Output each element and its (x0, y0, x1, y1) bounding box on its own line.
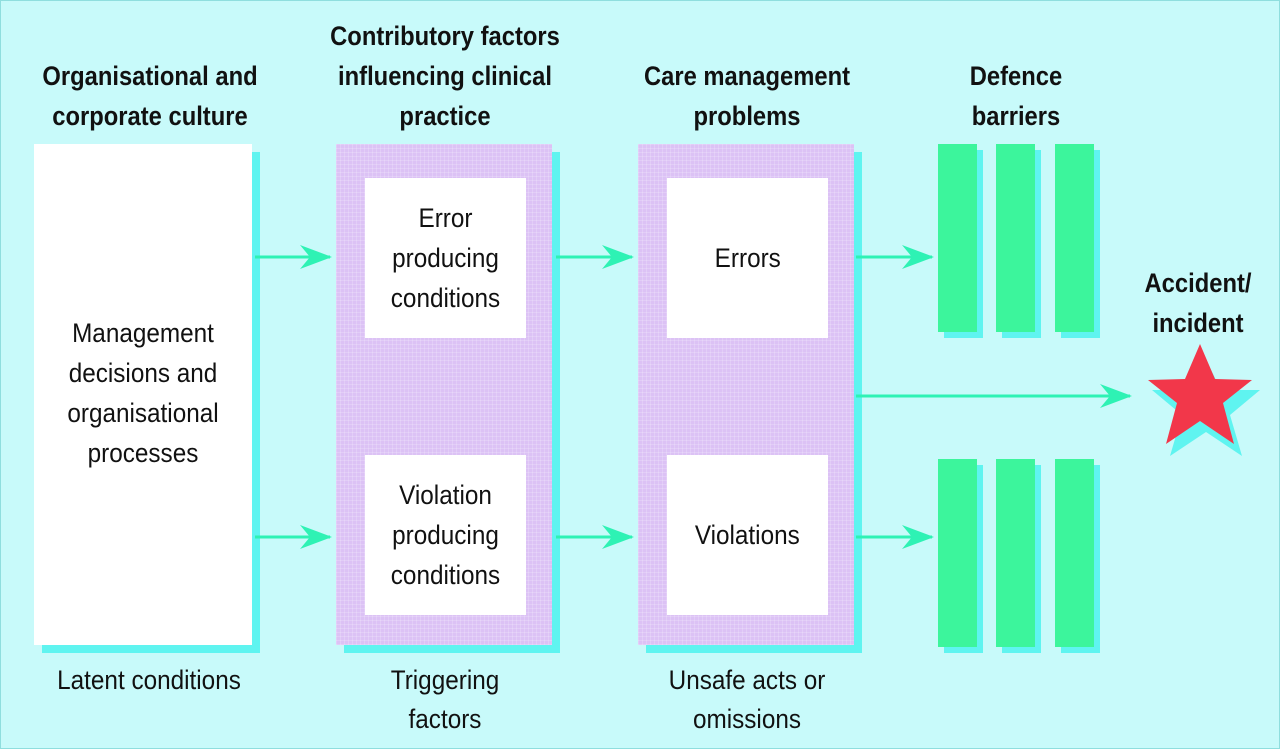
footer-latent-conditions: Latent conditions (57, 665, 241, 695)
arrow-violations-to-barriers-head (902, 525, 934, 549)
header-defence-barriers: Defence barriers (969, 61, 1063, 131)
arrow-error-conditions-to-errors-head (602, 245, 634, 269)
errors-box: Errors (667, 178, 828, 338)
header-organisational-culture: Organisational and corporate culture (42, 61, 258, 131)
arrow-culture-to-error-conditions-head (300, 245, 332, 269)
error-producing-conditions-label: Error producing conditions (390, 203, 501, 313)
arrow-culture-to-violation-conditions-head (300, 525, 332, 549)
arrow-to-accident-head (1100, 384, 1132, 408)
defence-barrier-top-2 (996, 144, 1035, 332)
violation-producing-conditions-box: Violation producing conditions (365, 455, 526, 615)
footer-unsafe-acts: Unsafe acts or omissions (668, 665, 826, 734)
errors-label: Errors (714, 243, 781, 273)
violations-box: Violations (667, 455, 828, 615)
defence-barrier-bottom-2 (996, 459, 1035, 647)
violations-label: Violations (695, 520, 800, 550)
management-decisions-text: Management decisions and organisational … (44, 313, 242, 473)
footer-triggering-factors: Triggering factors (390, 665, 500, 734)
defence-barrier-top-3 (1055, 144, 1094, 332)
violation-producing-conditions-label: Violation producing conditions (390, 480, 501, 590)
header-contributory-factors: Contributory factors influencing clinica… (330, 21, 560, 131)
arrow-violation-conditions-to-violations-head (602, 525, 634, 549)
header-care-management-problems: Care management problems (643, 61, 851, 131)
management-decisions-label: Management decisions and organisational … (67, 318, 219, 468)
defence-barrier-top-1 (938, 144, 977, 332)
defence-barrier-bottom-1 (938, 459, 977, 647)
header-accident-incident: Accident/ incident (1144, 268, 1252, 338)
defence-barrier-bottom-3 (1055, 459, 1094, 647)
error-producing-conditions-box: Error producing conditions (365, 178, 526, 338)
management-decisions-box (34, 144, 252, 645)
accident-star-icon (1148, 344, 1260, 456)
arrow-errors-to-barriers-head (902, 245, 934, 269)
